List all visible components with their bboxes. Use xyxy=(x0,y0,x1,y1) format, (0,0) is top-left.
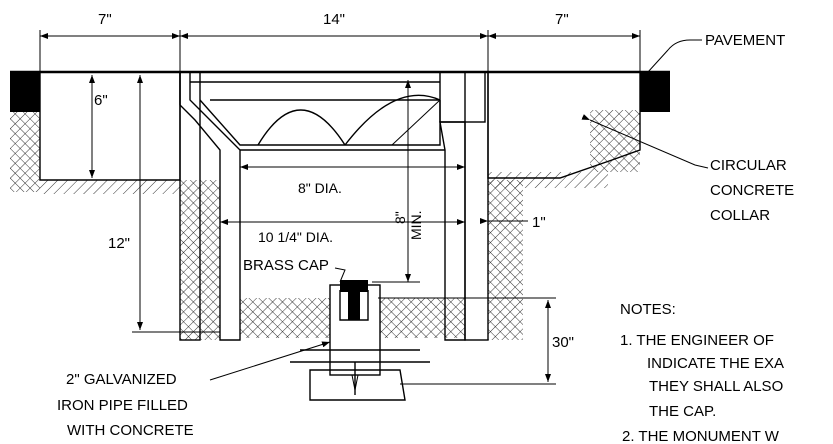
label-pavement: PAVEMENT xyxy=(705,32,785,49)
dim-center-width: 14" xyxy=(323,11,345,28)
label-collar-line1: CIRCULAR xyxy=(710,157,787,174)
dim-outer-dia: 10 1/4" DIA. xyxy=(258,229,333,245)
pavement-left xyxy=(10,72,40,112)
dim-top xyxy=(39,30,641,72)
note-1-line1: 1. THE ENGINEER OF xyxy=(620,332,774,349)
notes-heading: NOTES: xyxy=(620,301,676,318)
concrete-collar xyxy=(39,71,181,181)
dim-total-depth: 12" xyxy=(108,235,130,252)
note-1-line3: THEY SHALL ALSO xyxy=(649,378,783,395)
note-2-line1: 2. THE MONUMENT W xyxy=(622,428,780,444)
dim-collar-depth: 6" xyxy=(94,92,108,109)
label-pipe-line3: WITH CONCRETE xyxy=(67,422,194,439)
pavement-right xyxy=(640,72,670,112)
brass-cap xyxy=(340,280,368,292)
dim-min-depth-suffix: MIN. xyxy=(408,210,424,240)
label-pipe-line1: 2" GALVANIZED xyxy=(66,371,177,388)
dim-left-width: 7" xyxy=(98,11,112,28)
dim-wall-thickness: 1" xyxy=(532,214,546,231)
label-brass-cap: BRASS CAP xyxy=(243,257,329,274)
label-pipe-line2: IRON PIPE FILLED xyxy=(57,397,188,414)
label-collar-line3: COLLAR xyxy=(710,207,770,224)
note-1-line2: INDICATE THE EXA xyxy=(647,355,784,372)
note-1-line4: THE CAP. xyxy=(649,403,716,420)
dim-inner-dia: 8" DIA. xyxy=(298,180,342,196)
label-collar-line2: CONCRETE xyxy=(710,182,794,199)
dim-pipe-depth: 30" xyxy=(552,334,574,351)
dim-right-width: 7" xyxy=(555,11,569,28)
